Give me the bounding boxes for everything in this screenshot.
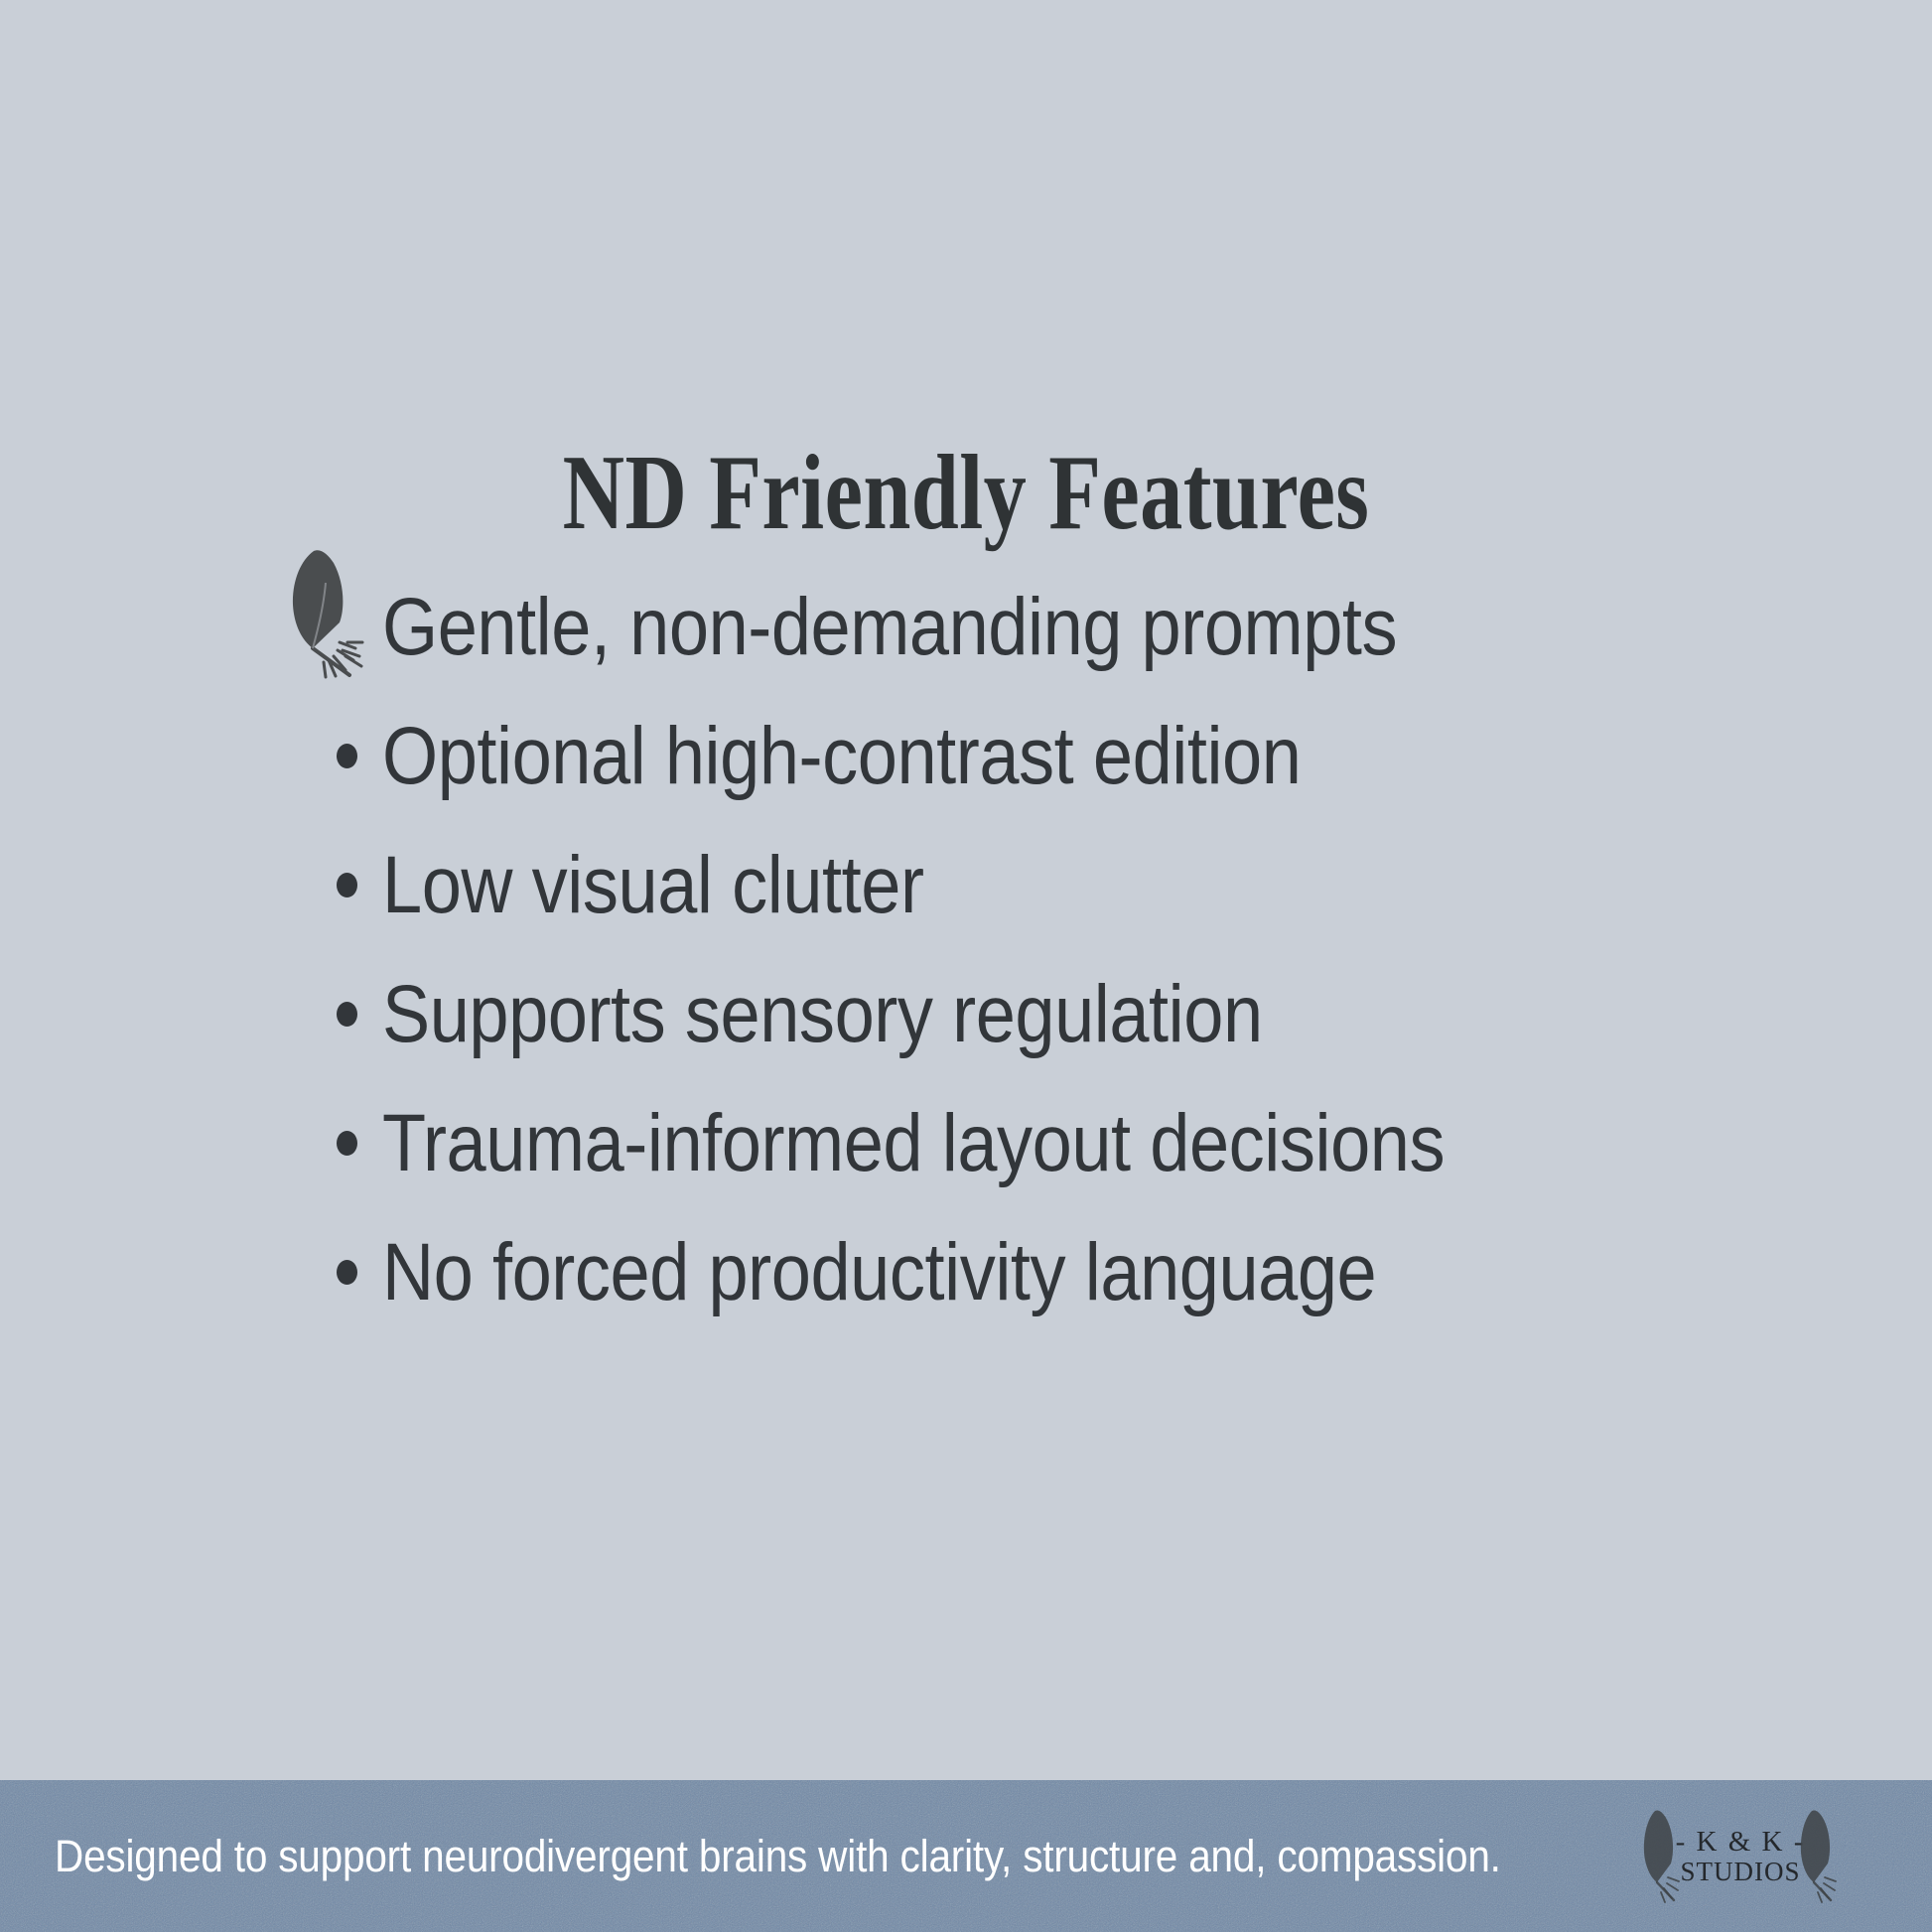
list-item-label: Trauma-informed layout decisions [382,1097,1446,1188]
footer-bar: Designed to support neurodivergent brain… [0,1780,1932,1932]
list-item-label: No forced productivity language [382,1226,1377,1317]
list-item: No forced productivity language [288,1216,1777,1328]
list-item: Supports sensory regulation [288,958,1777,1070]
brand-logo: - K & K - STUDIOS [1643,1802,1837,1911]
list-item: Low visual clutter [288,829,1777,941]
list-item-label: Optional high-contrast edition [382,710,1302,801]
list-item-label: Gentle, non-demanding prompts [382,581,1398,672]
list-item-label: Supports sensory regulation [382,968,1263,1059]
feather-icon [1643,1809,1680,1903]
feather-icon [288,550,382,683]
feather-icon [1800,1809,1837,1903]
bullet-dot-icon [288,1216,382,1328]
list-item: Gentle, non-demanding prompts [288,550,1777,683]
logo-line-2: STUDIOS [1680,1856,1801,1886]
bullet-dot-icon [288,700,382,812]
logo-line-1: - K & K - [1675,1826,1806,1859]
bullet-dot-icon [288,958,382,1070]
bullet-dot-icon [288,829,382,941]
list-item: Optional high-contrast edition [288,700,1777,812]
feature-list: Gentle, non-demanding prompts Optional h… [288,550,1777,1345]
bullet-dot-icon [288,1087,382,1199]
footer-tagline: Designed to support neurodivergent brain… [55,1830,1501,1881]
page-title: ND Friendly Features [562,434,1370,553]
list-item: Trauma-informed layout decisions [288,1087,1777,1199]
list-item-label: Low visual clutter [382,839,924,930]
